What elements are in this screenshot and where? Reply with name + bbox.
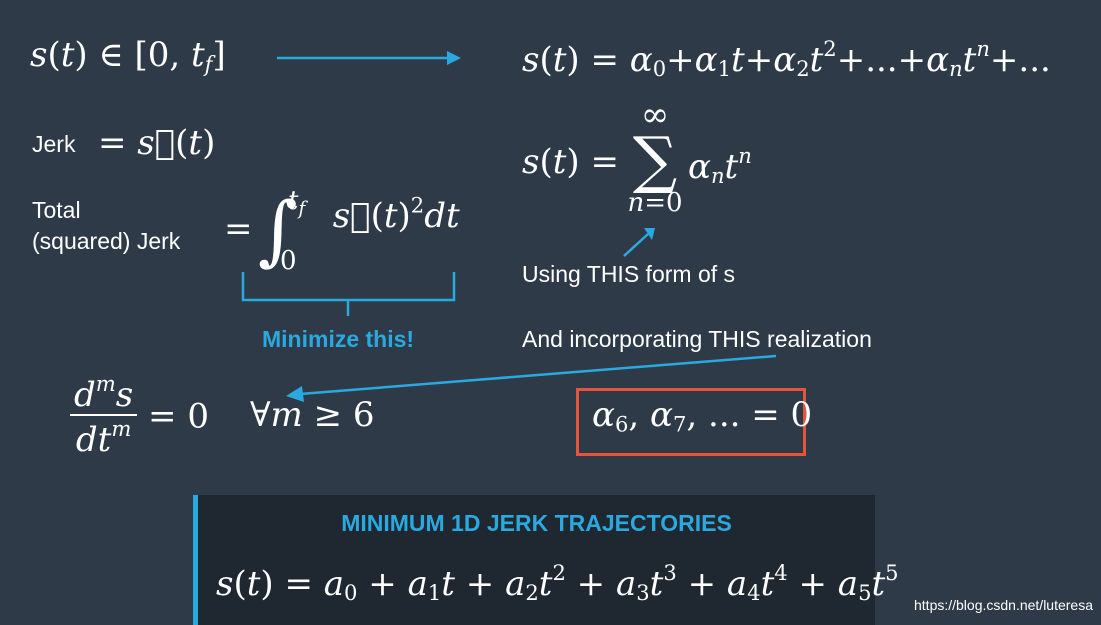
incorporating-label: And incorporating THIS realization <box>522 326 872 352</box>
forall-condition: ∀m ≥ 6 <box>250 395 375 435</box>
long-arrow-icon <box>286 354 777 402</box>
alpha-zero-equation: α6, α7, ... = 0 <box>592 395 813 437</box>
derivative-fraction: dms dtm <box>70 372 138 461</box>
jerk-label: Jerk <box>32 131 76 157</box>
minimize-label: Minimize this! <box>262 326 415 352</box>
summary-panel <box>193 495 875 625</box>
jerk-trajectory-formula: s(t) = a0 + a1t + a2t2 + a3t3 + a4t4 + a… <box>216 560 899 606</box>
integrand: s⃛(t)2dt <box>332 191 460 236</box>
right-arrow-icon <box>277 51 461 65</box>
watermark-text: https://blog.csdn.net/luteresa <box>914 597 1093 613</box>
integral-expression: ∫ tf 0 s⃛(t)2dt <box>258 185 460 276</box>
total-label: Total <box>32 197 81 223</box>
sum-term: αntn <box>688 143 752 189</box>
derivative-condition: dms dtm = 0 <box>70 372 209 461</box>
sum-lhs: s(t) = <box>522 142 619 182</box>
squared-jerk-label: (squared) Jerk <box>32 228 181 254</box>
summation: ∞ ∑ n=0 <box>627 95 683 219</box>
jerk-expression: = s⃛(t) <box>98 123 216 163</box>
equals-sign: = <box>224 209 253 249</box>
power-series-equation: s(t) = α0+α1t+α2t2+...+αntn+... <box>522 36 1051 82</box>
integral-sign: ∫ tf 0 <box>258 185 306 276</box>
summary-title: MINIMUM 1D JERK TRAJECTORIES <box>341 510 732 536</box>
minimize-bracket <box>241 272 456 316</box>
sum-lower-limit: n=0 <box>627 188 683 219</box>
up-arrow-icon <box>623 228 655 257</box>
using-label: Using THIS form of s <box>522 261 736 287</box>
sum-upper-limit: ∞ <box>640 95 670 135</box>
alpha-zero-box <box>576 388 806 456</box>
domain-equation: s(t) ∈ [0, tf] <box>30 35 226 77</box>
summary-panel-accent <box>193 495 198 625</box>
